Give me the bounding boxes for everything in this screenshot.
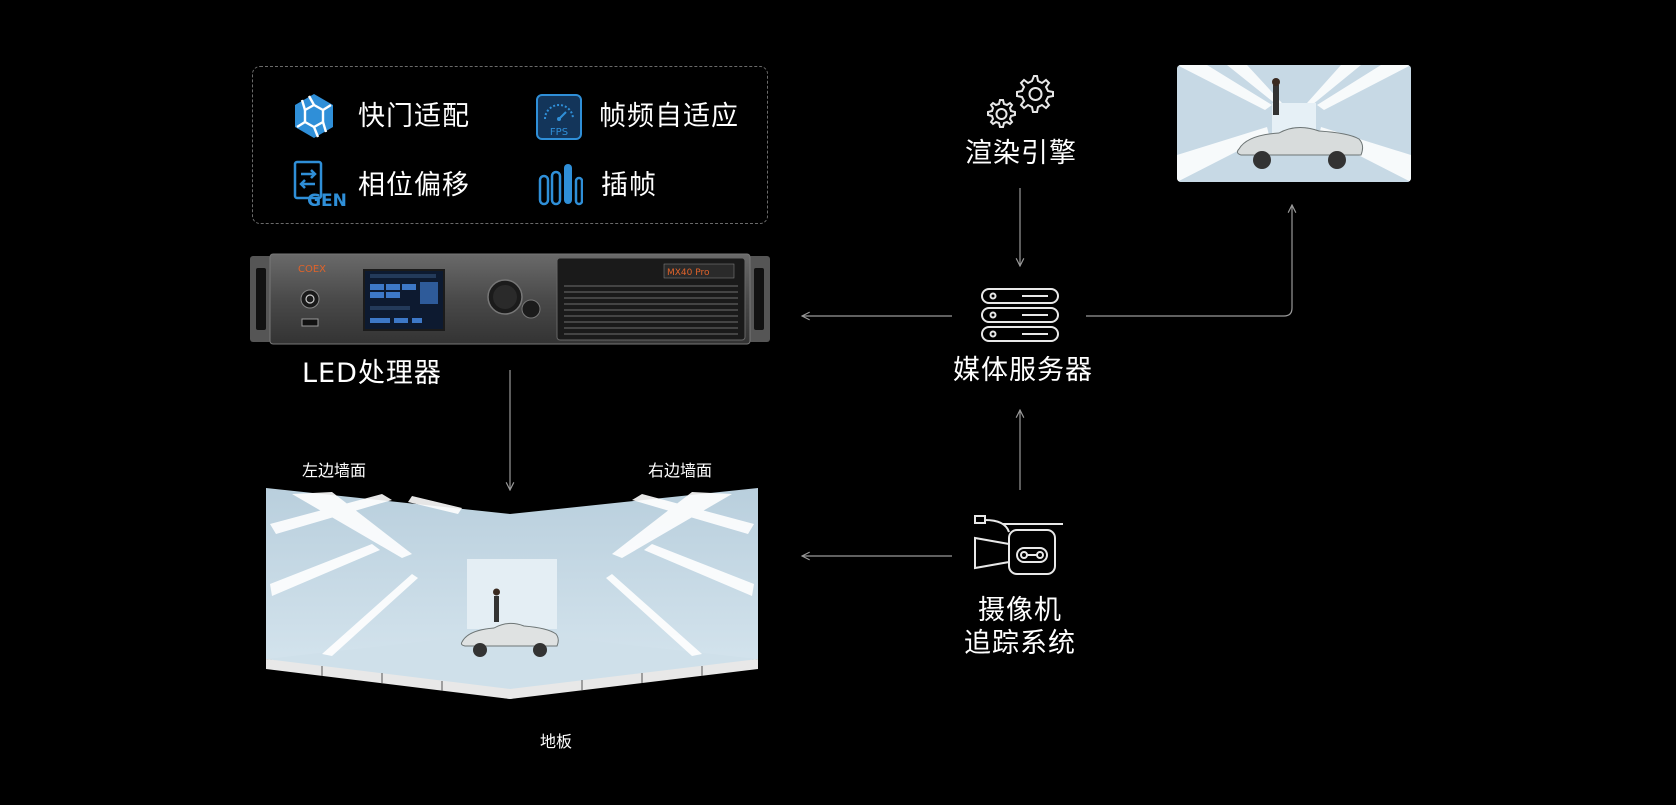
right-wall-label: 右边墙面: [648, 461, 713, 480]
left-wall-label: 左边墙面: [302, 461, 367, 480]
frame-bars-icon: [537, 162, 585, 210]
feature-label-interpolation: 插帧: [601, 170, 657, 201]
led-stage-image: [262, 484, 762, 714]
shutter-icon: [290, 92, 338, 140]
floor-label: 地板: [540, 732, 573, 751]
render-engine-label: 渲染引擎: [965, 138, 1077, 169]
media-server-label: 媒体服务器: [953, 355, 1093, 386]
camera-tracking-label-line2: 追踪系统: [964, 628, 1076, 659]
gen-badge-text: GEN: [307, 191, 347, 208]
camera-tracking-label-line1: 摄像机: [978, 595, 1062, 626]
gears-icon: [980, 70, 1060, 132]
server-icon: [978, 286, 1062, 344]
camera-icon: [973, 514, 1065, 580]
fps-gauge-icon: FPS: [535, 93, 583, 141]
gen-phase-icon: GEN: [293, 160, 347, 211]
led-processor-device: COEX MX40 Pro: [250, 252, 770, 348]
feature-label-fps: 帧频自适应: [599, 101, 739, 132]
features-box: [252, 66, 768, 224]
render-output-thumbnail: [1177, 65, 1411, 182]
feature-label-phase: 相位偏移: [358, 170, 470, 201]
led-processor-label: LED处理器: [302, 358, 442, 389]
feature-label-shutter: 快门适配: [358, 101, 470, 132]
arrow-server-to-output: [1086, 205, 1292, 317]
processor-model: MX40 Pro: [667, 268, 710, 278]
processor-brand: COEX: [298, 264, 326, 275]
fps-badge-text: FPS: [550, 127, 568, 138]
